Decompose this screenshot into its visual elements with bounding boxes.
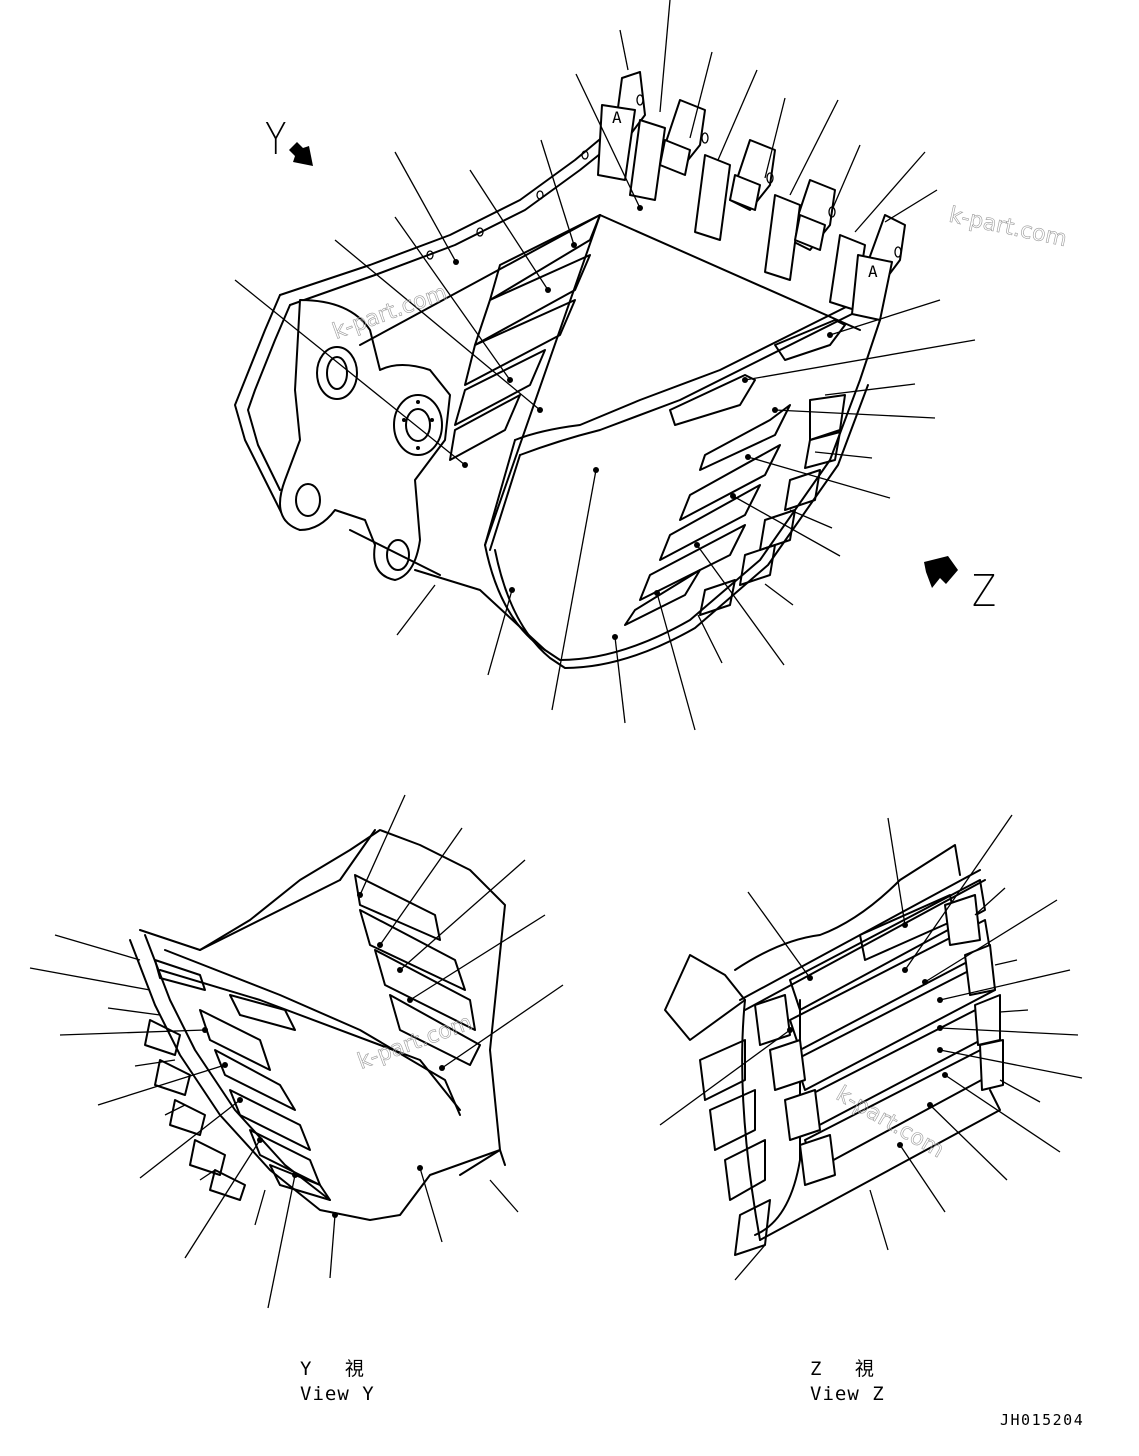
view-z-caption-jp: Z 視 [810,1358,875,1380]
view-y-caption-en: View Y [300,1383,375,1405]
main-bucket-view [234,0,976,731]
view-z-caption-en: View Z [810,1383,885,1405]
detail-mark-a-left: A [612,108,624,127]
detail-mark-a-right: A [868,262,880,281]
view-y-caption-jp: Y 視 [300,1358,365,1380]
bucket-teeth [614,71,906,311]
arrow-down-right-icon [289,142,313,166]
view-y-drawing [29,794,564,1309]
view-z-caption: Z 視 View Z [810,1357,885,1407]
view-z-drawing [659,814,1083,1281]
arrow-up-left-icon [924,556,958,588]
view-z-marker-label: Z [972,566,997,617]
view-y-marker-label: Y [265,114,287,165]
drawing-code: JH015204 [1000,1411,1085,1429]
main-leader-lines [234,0,976,731]
view-y-caption: Y 視 View Y [300,1357,375,1407]
